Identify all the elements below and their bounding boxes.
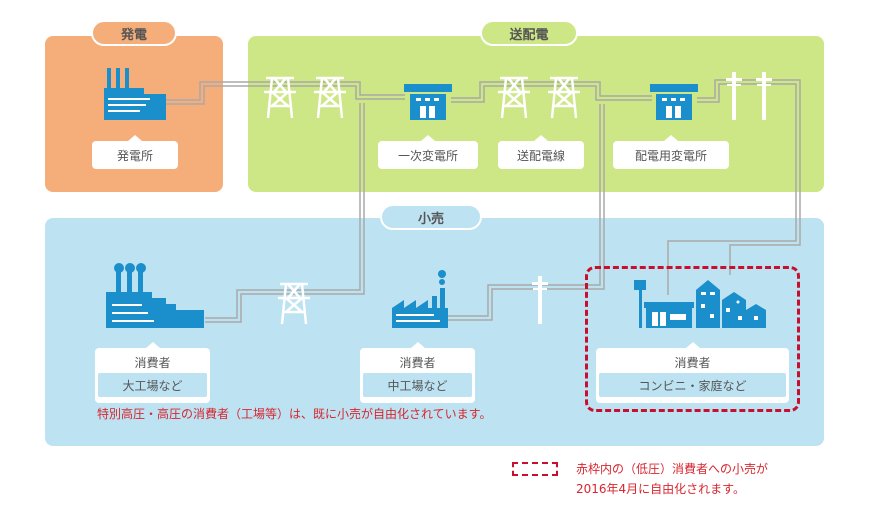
transmission-tower-icon bbox=[548, 76, 580, 119]
store-and-houses-icon bbox=[634, 280, 766, 328]
transmission-tower-icon bbox=[314, 76, 346, 119]
consumer-examples: 大工場など bbox=[98, 373, 207, 397]
consumer-card-medium-factory: 消費者 中工場など bbox=[360, 342, 475, 403]
primary-substation-icon bbox=[404, 84, 452, 120]
distribution-substation-icon bbox=[650, 84, 698, 120]
consumer-type: 消費者 bbox=[674, 355, 711, 370]
consumer-card-stores-homes: 消費者 コンビニ・家庭など bbox=[596, 342, 789, 403]
section-tab-generation: 発電 bbox=[91, 20, 177, 46]
transmission-tower-icon bbox=[498, 76, 530, 119]
consumer-examples: 中工場など bbox=[363, 373, 472, 397]
utility-pole-icon bbox=[532, 276, 548, 324]
power-plant-icon bbox=[104, 68, 166, 120]
note-already-liberalized: 特別高圧・高圧の消費者（工場等）は、既に小売が自由化されています。 bbox=[97, 407, 492, 421]
legend-text-line2: 2016年4月に自由化されます。 bbox=[576, 482, 745, 496]
retail-panel bbox=[45, 218, 824, 446]
label-transmission-lines: 送配電線 bbox=[498, 135, 584, 169]
legend-dashed-box-icon bbox=[512, 462, 558, 476]
large-factory-icon bbox=[106, 263, 204, 328]
wire-dist-to-poles bbox=[697, 79, 801, 275]
legend-text-line1: 赤枠内の（低圧）消費者への小売が bbox=[576, 462, 769, 476]
consumer-type: 消費者 bbox=[399, 355, 436, 370]
medium-factory-icon bbox=[392, 270, 448, 328]
label-distribution-substation: 配電用変電所 bbox=[613, 135, 729, 169]
utility-pole-icon bbox=[756, 72, 772, 120]
wire-plant-to-towers bbox=[166, 81, 405, 101]
transmission-tower-icon bbox=[278, 282, 310, 325]
consumer-card-large-factory: 消費者 大工場など bbox=[95, 342, 210, 403]
wire-to-medium-factory bbox=[448, 104, 601, 317]
wire-to-large-factory bbox=[205, 103, 361, 319]
label-power-plant: 発電所 bbox=[92, 135, 178, 169]
transmission-tower-icon bbox=[264, 76, 296, 119]
label-primary-substation: 一次変電所 bbox=[378, 135, 478, 169]
consumer-examples: コンビニ・家庭など bbox=[599, 373, 786, 397]
section-tab-transmission: 送配電 bbox=[480, 20, 578, 46]
section-tab-retail: 小売 bbox=[380, 204, 482, 230]
consumer-type: 消費者 bbox=[134, 355, 171, 370]
utility-pole-icon bbox=[726, 72, 742, 120]
low-voltage-highlight-box bbox=[585, 266, 800, 412]
wire-substation-to-towers bbox=[451, 81, 652, 99]
